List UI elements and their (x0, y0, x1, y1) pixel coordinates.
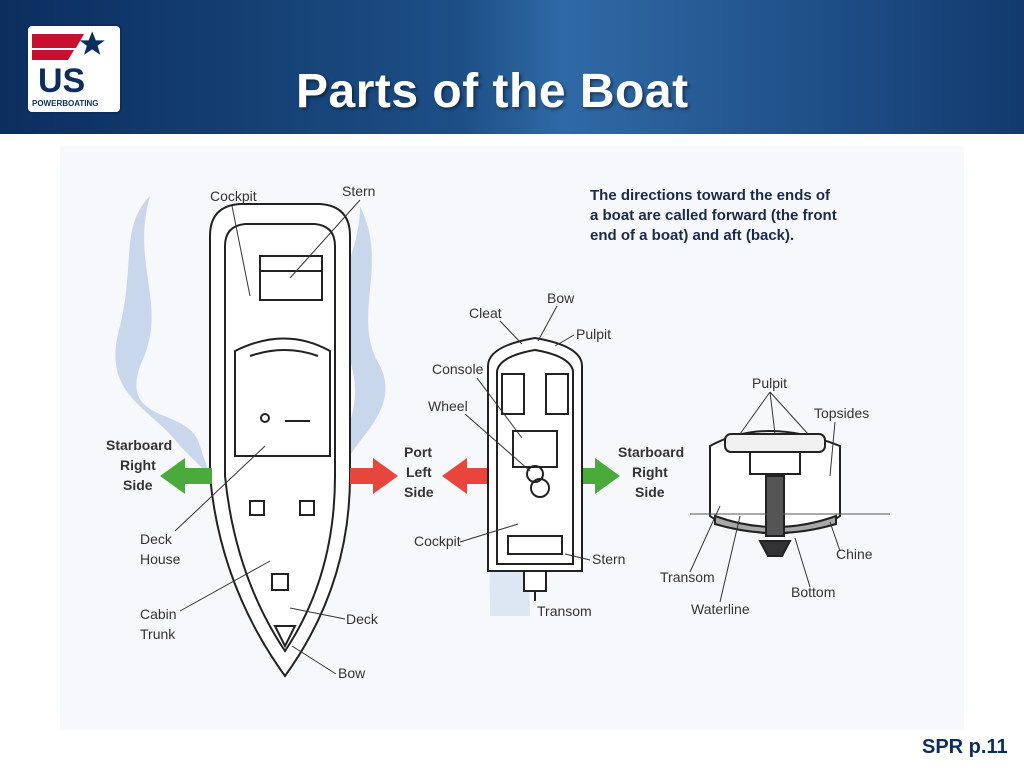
label-pulpit-stern: Pulpit (752, 375, 787, 391)
label-deck-house-1: Deck (140, 531, 173, 547)
water-wake-left (115, 196, 210, 476)
label-starboard-right-1: Starboard (618, 444, 684, 460)
page-reference: SPR p.11 (922, 736, 1008, 758)
label-deck-large: Deck (346, 611, 379, 627)
page-title: Parts of the Boat (296, 65, 689, 118)
label-bow-small: Bow (547, 290, 575, 306)
label-transom-small: Transom (537, 603, 592, 619)
label-wheel: Wheel (428, 398, 468, 414)
leader-lines-stern (689, 391, 841, 603)
label-stern-small: Stern (592, 551, 625, 567)
label-cleat: Cleat (469, 305, 502, 321)
arrow-starboard-left (160, 458, 212, 494)
label-starboard-right-3: Side (635, 484, 665, 500)
label-port-3: Side (404, 484, 434, 500)
label-cabin-trunk-1: Cabin (140, 606, 177, 622)
leader-lines-small (459, 305, 591, 561)
header-banner (0, 0, 1024, 134)
label-transom-stern: Transom (660, 569, 715, 585)
label-deck-house-2: House (140, 551, 181, 567)
label-chine: Chine (836, 546, 873, 562)
label-starboard-left-1: Starboard (106, 437, 172, 453)
label-port-2: Left (406, 464, 432, 480)
label-cockpit-small: Cockpit (414, 533, 461, 549)
label-cockpit-large: Cockpit (210, 188, 257, 204)
arrow-starboard-right (568, 458, 620, 494)
logo-text: US (38, 62, 85, 100)
label-bottom: Bottom (791, 584, 835, 600)
label-console: Console (432, 361, 484, 377)
label-bow-large: Bow (338, 665, 366, 681)
large-boat-top-view (209, 203, 351, 678)
label-stern-large: Stern (342, 183, 375, 199)
label-starboard-left-3: Side (123, 477, 153, 493)
forward-aft-note: The directions toward the ends of a boat… (590, 187, 837, 244)
label-waterline: Waterline (691, 601, 750, 617)
label-starboard-right-2: Right (632, 464, 668, 480)
boat-parts-diagram: Cockpit Stern Deck House Cabin Trunk Dec… (60, 146, 964, 730)
note-line-2: a boat are called forward (the front (590, 207, 837, 224)
small-boat-top-view (487, 336, 583, 601)
arrow-port-left (442, 458, 490, 494)
label-cabin-trunk-2: Trunk (140, 626, 176, 642)
label-starboard-left-2: Right (120, 457, 156, 473)
note-line-3: end of a boat) and aft (back). (590, 227, 794, 244)
us-powerboating-logo: US POWERBOATING (26, 24, 122, 114)
label-port-1: Port (404, 444, 432, 460)
logo-subtext: POWERBOATING (32, 99, 99, 108)
stern-view-boat (709, 430, 841, 557)
note-line-1: The directions toward the ends of (590, 187, 831, 204)
label-topsides: Topsides (814, 405, 869, 421)
leader-lines-large (174, 199, 361, 675)
label-pulpit-small: Pulpit (576, 326, 611, 342)
arrow-port-right (350, 458, 398, 494)
